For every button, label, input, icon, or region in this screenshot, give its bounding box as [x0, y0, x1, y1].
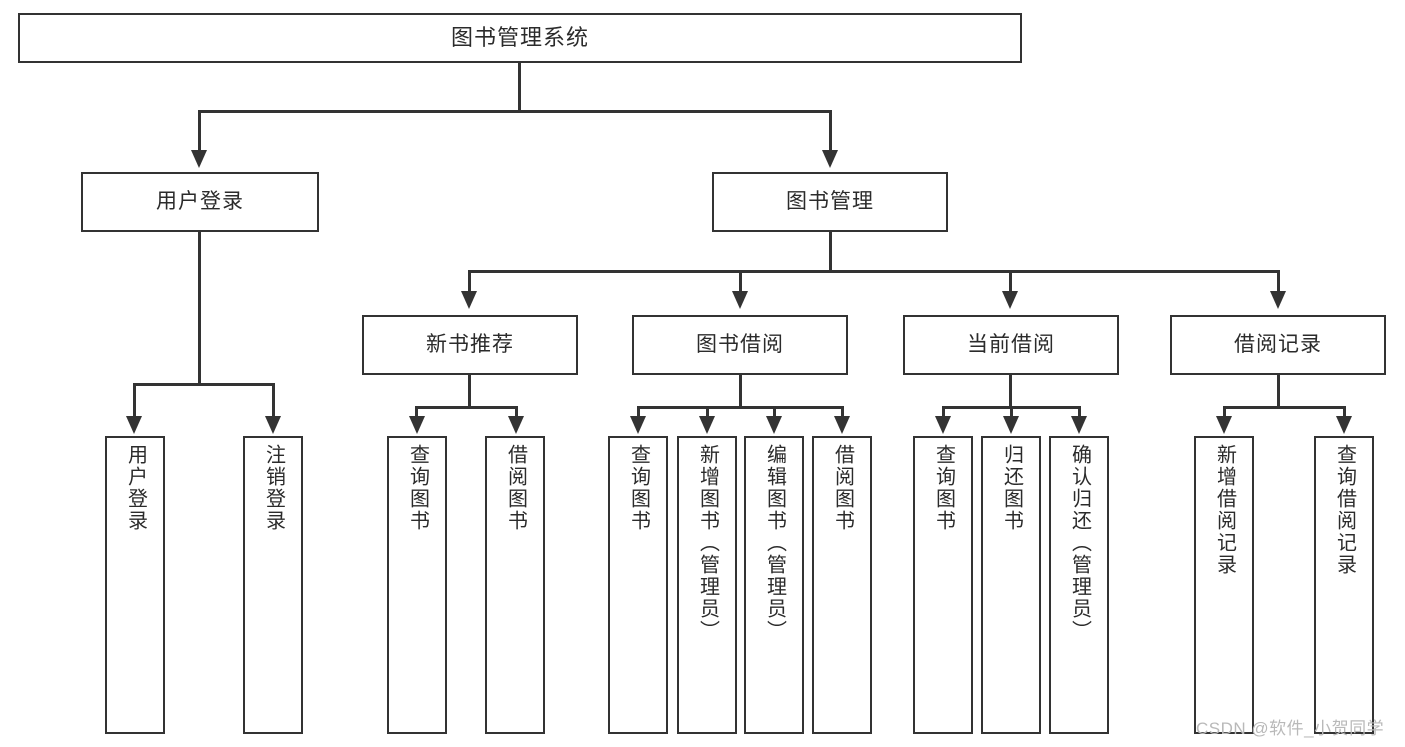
leaf-logout[interactable]: 注销登录: [243, 436, 303, 734]
leaf-return-book[interactable]: 归还图书: [981, 436, 1041, 734]
connector-current-borrow-trunk: [1009, 375, 1012, 408]
connector-root-to-book-mgmt: [829, 110, 832, 150]
leaf-borrow-book-rec[interactable]: 借阅图书: [485, 436, 545, 734]
node-current-borrow[interactable]: 当前借阅: [903, 315, 1119, 375]
arrowhead-leaf-logout: [265, 416, 281, 434]
arrowhead-cb-leaf3: [1071, 416, 1087, 434]
leaf-add-borrow-record[interactable]: 新增借阅记录: [1194, 436, 1254, 734]
arrowhead-bb-leaf4: [834, 416, 850, 434]
connector-new-book-rec-bus: [415, 406, 518, 409]
leaf-query-book-borrow-label: 查询图书: [627, 444, 650, 532]
leaf-borrow-book-label: 借阅图书: [831, 444, 854, 532]
leaf-borrow-book[interactable]: 借阅图书: [812, 436, 872, 734]
leaf-return-book-label: 归还图书: [1000, 444, 1023, 532]
arrowhead-cb-leaf1: [935, 416, 951, 434]
connector-bb-leaf3: [773, 406, 776, 419]
connector-new-book-rec-trunk: [468, 375, 471, 408]
node-current-borrow-label: 当前借阅: [967, 332, 1055, 356]
node-new-book-recommend-label: 新书推荐: [426, 332, 514, 356]
connector-bb-leaf1: [637, 406, 640, 419]
connector-book-mgmt-trunk: [829, 232, 832, 272]
leaf-query-book-borrow[interactable]: 查询图书: [608, 436, 668, 734]
connector-cb-leaf1: [942, 406, 945, 419]
connector-borrow-record-trunk: [1277, 375, 1280, 408]
connector-br-leaf2: [1343, 406, 1346, 419]
connector-borrow-record-bus: [1223, 406, 1346, 409]
arrowhead-cb-leaf2: [1003, 416, 1019, 434]
arrowhead-bb-leaf2: [699, 416, 715, 434]
node-borrow-record-label: 借阅记录: [1234, 332, 1322, 356]
connector-cb-leaf2: [1010, 406, 1013, 419]
connector-bb-leaf4: [841, 406, 844, 419]
connector-br-leaf1: [1223, 406, 1226, 419]
leaf-add-book-admin-label: 新增图书（管理员）: [696, 444, 719, 642]
arrowhead-user-login: [191, 150, 207, 168]
connector-user-login-leaf1: [133, 383, 136, 418]
connector-nbr-leaf1: [415, 406, 418, 419]
connector-nbr-leaf2: [515, 406, 518, 419]
arrowhead-br-leaf2: [1336, 416, 1352, 434]
node-user-login-label: 用户登录: [156, 189, 244, 213]
arrowhead-leaf-user-login: [126, 416, 142, 434]
node-book-borrow-label: 图书借阅: [696, 332, 784, 356]
arrowhead-new-book-rec: [461, 291, 477, 309]
connector-to-book-borrow: [739, 270, 742, 293]
leaf-confirm-return-admin[interactable]: 确认归还（管理员）: [1049, 436, 1109, 734]
connector-user-login-leaf2: [272, 383, 275, 418]
arrowhead-book-mgmt: [822, 150, 838, 168]
connector-book-mgmt-bus: [468, 270, 1280, 273]
arrowhead-nbr-leaf1: [409, 416, 425, 434]
connector-to-current-borrow: [1009, 270, 1012, 293]
arrowhead-nbr-leaf2: [508, 416, 524, 434]
node-root[interactable]: 图书管理系统: [18, 13, 1022, 63]
connector-to-new-book-rec: [468, 270, 471, 293]
csdn-watermark: CSDN @软件_小贺同学: [1196, 719, 1385, 738]
node-book-management-label: 图书管理: [786, 189, 874, 213]
connector-bb-leaf2: [706, 406, 709, 419]
node-book-borrow[interactable]: 图书借阅: [632, 315, 848, 375]
leaf-logout-label: 注销登录: [262, 444, 285, 532]
arrowhead-br-leaf1: [1216, 416, 1232, 434]
connector-root-to-user-login: [198, 110, 201, 150]
leaf-query-book-current[interactable]: 查询图书: [913, 436, 973, 734]
connector-book-borrow-bus: [637, 406, 844, 409]
node-borrow-record[interactable]: 借阅记录: [1170, 315, 1386, 375]
node-user-login[interactable]: 用户登录: [81, 172, 319, 232]
connector-user-login-trunk: [198, 232, 201, 383]
node-book-management[interactable]: 图书管理: [712, 172, 948, 232]
connector-root-bus: [198, 110, 830, 113]
leaf-add-borrow-record-label: 新增借阅记录: [1213, 444, 1236, 576]
leaf-query-borrow-record-label: 查询借阅记录: [1333, 444, 1356, 576]
connector-book-borrow-trunk: [739, 375, 742, 408]
connector-user-login-bus: [133, 383, 275, 386]
arrowhead-borrow-record: [1270, 291, 1286, 309]
leaf-edit-book-admin[interactable]: 编辑图书（管理员）: [744, 436, 804, 734]
arrowhead-book-borrow: [732, 291, 748, 309]
arrowhead-current-borrow: [1002, 291, 1018, 309]
leaf-edit-book-admin-label: 编辑图书（管理员）: [763, 444, 786, 642]
leaf-add-book-admin[interactable]: 新增图书（管理员）: [677, 436, 737, 734]
connector-root-trunk: [518, 63, 521, 110]
leaf-borrow-book-rec-label: 借阅图书: [504, 444, 527, 532]
leaf-query-borrow-record[interactable]: 查询借阅记录: [1314, 436, 1374, 734]
leaf-user-login[interactable]: 用户登录: [105, 436, 165, 734]
leaf-query-book-current-label: 查询图书: [932, 444, 955, 532]
connector-to-borrow-record: [1277, 270, 1280, 293]
node-new-book-recommend[interactable]: 新书推荐: [362, 315, 578, 375]
leaf-confirm-return-admin-label: 确认归还（管理员）: [1068, 444, 1091, 642]
arrowhead-bb-leaf3: [766, 416, 782, 434]
arrowhead-bb-leaf1: [630, 416, 646, 434]
leaf-user-login-label: 用户登录: [124, 444, 147, 532]
node-root-label: 图书管理系统: [450, 25, 589, 51]
leaf-query-book-rec-label: 查询图书: [406, 444, 429, 532]
leaf-query-book-rec[interactable]: 查询图书: [387, 436, 447, 734]
connector-cb-leaf3: [1078, 406, 1081, 419]
